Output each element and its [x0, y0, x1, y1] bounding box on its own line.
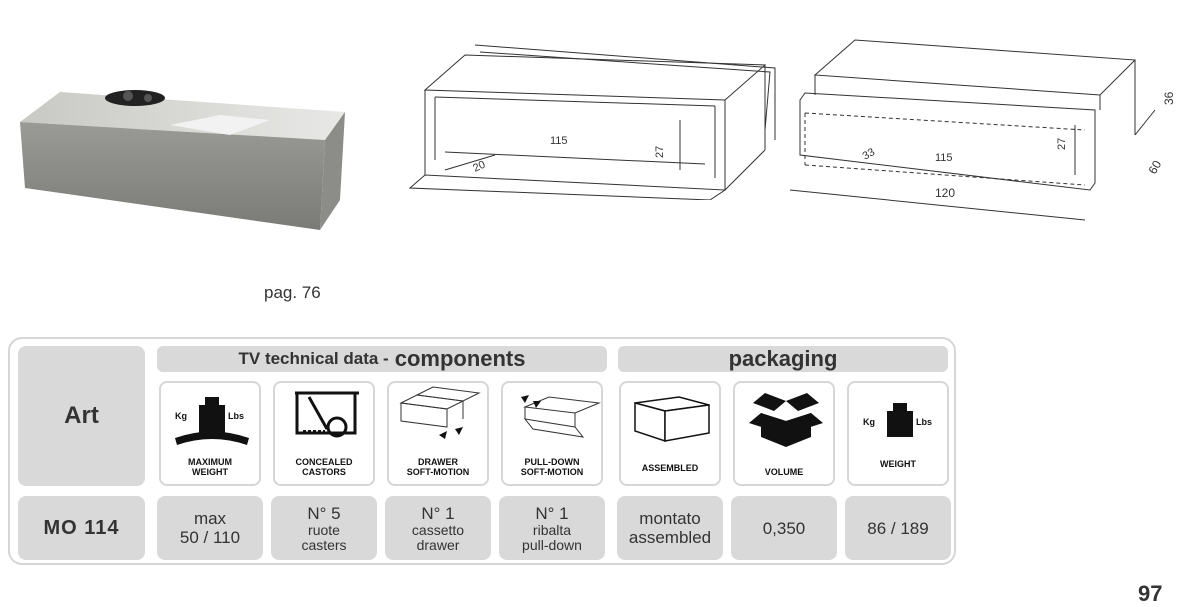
box-icon — [634, 396, 710, 443]
weight-scale-icon: Kg Lbs — [175, 397, 249, 445]
art-label: Art — [64, 402, 99, 429]
pull-down-label-1: PULL-DOWN — [524, 457, 580, 467]
svg-text:Lbs: Lbs — [916, 417, 932, 427]
art-header-cell: Art — [18, 346, 145, 486]
page-number: 97 — [1138, 581, 1163, 606]
drawer-label-2: SOFT-MOTION — [406, 467, 470, 477]
components-header-title: components — [394, 346, 526, 371]
pull-down-value: N° 1 ribalta pull-down — [499, 496, 605, 560]
components-header-prefix: TV technical data - — [238, 349, 389, 368]
assembled-value: montato assembled — [617, 496, 723, 560]
volume-card: VOLUME — [733, 381, 835, 486]
drawer-soft-motion-card: DRAWER SOFT-MOTION — [387, 381, 489, 486]
dim-depth-right: 33 — [861, 146, 878, 163]
max-weight-label-1: MAXIMUM — [188, 457, 232, 467]
pull-down-label-2: SOFT-MOTION — [520, 467, 584, 477]
dim-height-right: 27 — [1056, 138, 1068, 150]
max-weight-label-2: WEIGHT — [192, 467, 228, 477]
max-weight-card: Kg Lbs MAXIMUM WEIGHT — [159, 381, 261, 486]
drawer-label-1: DRAWER — [418, 457, 458, 467]
open-view-diagram: 115 27 33 120 36 60 — [789, 39, 1176, 221]
weight-label: WEIGHT — [880, 459, 916, 469]
svg-text:Kg: Kg — [175, 411, 187, 421]
dim-width-right: 115 — [935, 152, 953, 164]
pull-down-soft-motion-card: PULL-DOWN SOFT-MOTION — [501, 381, 603, 486]
drawer-icon — [399, 386, 481, 439]
concealed-castors-card: CONCEALED CASTORS — [273, 381, 375, 486]
art-code-cell: MO 114 — [18, 496, 145, 560]
dim-total-depth: 60 — [1145, 158, 1164, 177]
page-reference: pag. 76 — [264, 283, 321, 302]
components-header: TV technical data - components — [157, 346, 607, 372]
svg-text:Kg: Kg — [863, 417, 875, 427]
svg-text:Lbs: Lbs — [228, 411, 244, 421]
castors-value: N° 5 ruote casters — [271, 496, 377, 560]
assembled-card: ASSEMBLED — [619, 381, 721, 486]
castors-label-1: CONCEALED — [295, 457, 353, 467]
weight-value: 86 / 189 — [845, 496, 951, 560]
volume-value: 0,350 — [731, 496, 837, 560]
weight-card: Kg Lbs WEIGHT — [847, 381, 949, 486]
castor-icon — [295, 391, 359, 438]
dim-total-height: 36 — [1162, 91, 1176, 105]
art-code: MO 114 — [43, 516, 120, 539]
open-box-icon — [749, 393, 823, 447]
packaging-header-title: packaging — [728, 346, 838, 371]
dim-width-left: 115 — [550, 135, 568, 147]
dim-depth-left: 20 — [471, 159, 487, 175]
max-weight-value: max 50 / 110 — [157, 496, 263, 560]
pull-down-icon — [521, 395, 601, 438]
volume-label: VOLUME — [764, 467, 804, 477]
assembled-label: ASSEMBLED — [641, 463, 699, 473]
dim-total-width: 120 — [935, 186, 955, 200]
front-view-diagram: 115 27 20 — [408, 44, 776, 200]
castors-label-2: CASTORS — [302, 467, 346, 477]
weight-icon: Kg Lbs — [863, 403, 932, 437]
drawer-value: N° 1 cassetto drawer — [385, 496, 491, 560]
dim-height-left: 27 — [654, 146, 666, 158]
packaging-header: packaging — [618, 346, 948, 372]
product-photo — [20, 90, 345, 230]
